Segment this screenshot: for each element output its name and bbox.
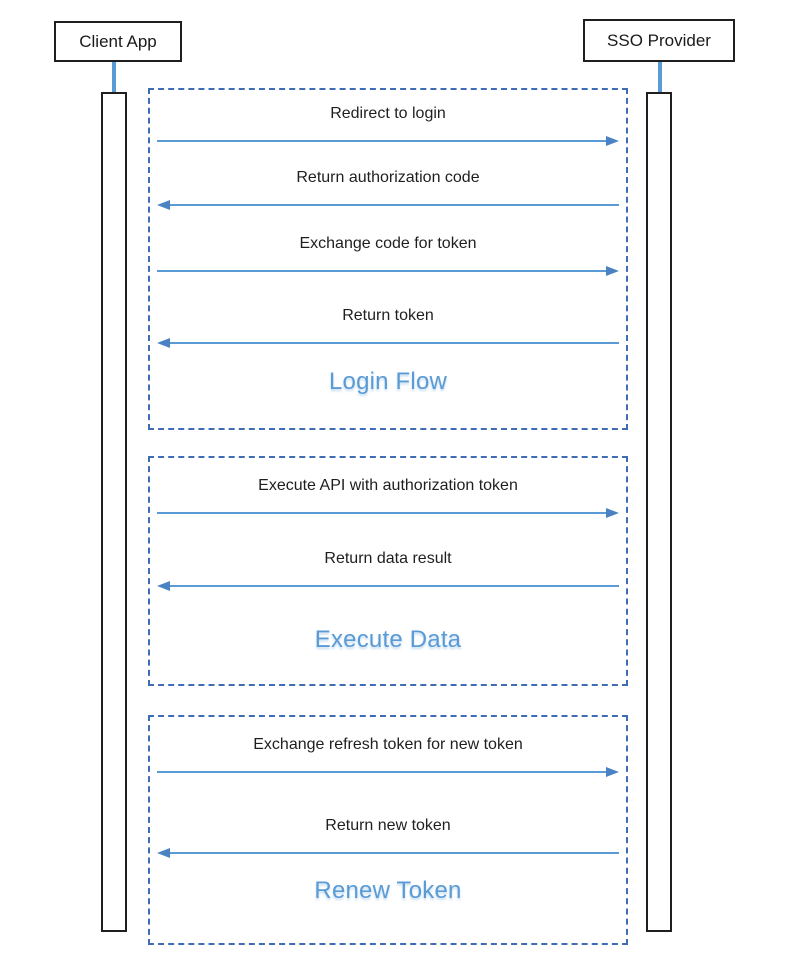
arrow-left-icon — [157, 848, 619, 858]
message-return-token: Return token — [157, 304, 619, 348]
arrow-left-icon — [157, 581, 619, 591]
activation-bar-client — [101, 92, 127, 932]
message-label: Execute API with authorization token — [258, 477, 518, 494]
actor-box-sso-provider: SSO Provider — [583, 19, 735, 62]
message-label: Redirect to login — [330, 105, 446, 122]
group-label-login-flow: Login Flow — [328, 368, 448, 395]
message-return-authorization-code: Return authorization code — [157, 166, 619, 210]
actor-box-client-app: Client App — [54, 21, 182, 62]
message-label: Return authorization code — [296, 169, 480, 186]
message-label: Exchange refresh token for new token — [253, 736, 523, 753]
arrow-left-icon — [157, 338, 619, 348]
activation-bar-sso — [646, 92, 672, 932]
message-exchange-code-for-token: Exchange code for token — [157, 232, 619, 276]
lifeline-connector-client — [112, 61, 116, 92]
actor-label-client-app: Client App — [79, 32, 157, 51]
message-execute-api: Execute API with authorization token — [157, 474, 619, 518]
message-return-new-token: Return new token — [157, 814, 619, 858]
message-label: Exchange code for token — [299, 235, 477, 252]
arrow-right-icon — [157, 136, 619, 146]
group-login-flow: Redirect to login Return authorization c… — [148, 88, 628, 430]
arrow-left-icon — [157, 200, 619, 210]
actor-label-sso-provider: SSO Provider — [607, 31, 711, 50]
arrow-right-icon — [157, 266, 619, 276]
group-execute-data: Execute API with authorization token Ret… — [148, 456, 628, 686]
message-redirect-to-login: Redirect to login — [157, 102, 619, 146]
message-label: Return token — [342, 307, 434, 324]
group-label-renew-token: Renew Token — [314, 877, 462, 904]
arrow-right-icon — [157, 767, 619, 777]
arrow-right-icon — [157, 508, 619, 518]
group-renew-token: Exchange refresh token for new token Ret… — [148, 715, 628, 945]
lifeline-connector-sso — [658, 61, 662, 92]
message-return-data-result: Return data result — [157, 547, 619, 591]
message-label: Return data result — [324, 550, 452, 567]
message-exchange-refresh-token: Exchange refresh token for new token — [157, 733, 619, 777]
group-label-execute-data: Execute Data — [314, 626, 462, 653]
message-label: Return new token — [325, 817, 451, 834]
